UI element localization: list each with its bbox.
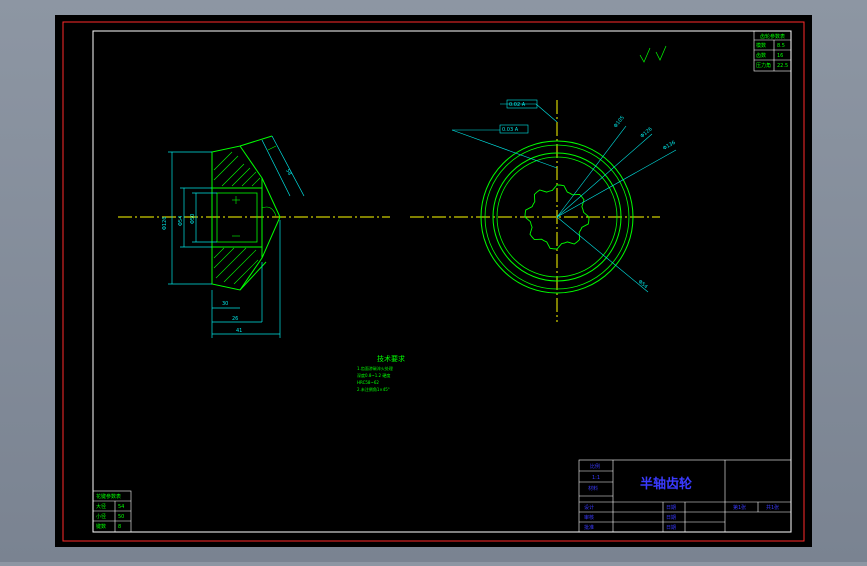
back-cone-circle — [496, 156, 618, 278]
tb-bottom-mid-1: 日期 — [666, 515, 676, 521]
gear-front-view — [410, 100, 677, 322]
param-table-top-text: 齿轮参数表 模数 8.5 齿数 16 压力角 22.5 — [756, 33, 788, 69]
root-circle — [492, 152, 622, 282]
dim-side-6: 58 — [284, 168, 292, 176]
param-table-top — [753, 30, 792, 72]
dim-side-5: 41 — [236, 328, 242, 334]
tb-bottom-left-2: 批准 — [584, 524, 594, 531]
dim-side-3: 30 — [222, 301, 228, 307]
roughness-symbol — [639, 45, 667, 63]
param-bottom-value-2: 8 — [118, 524, 121, 530]
param-bottom-label-1: 小径 — [96, 513, 106, 520]
dim-side-1: Φ54 — [178, 216, 184, 226]
tech-line-1: 深度0.8~1.2 硬度 — [357, 372, 390, 378]
tolerance-frames: 0.02 A 0.03 A — [499, 99, 538, 134]
tb-sheet-0: 第1张 — [733, 504, 746, 511]
tb-bottom-left-1: 审核 — [584, 514, 594, 521]
side-annotations — [232, 145, 277, 237]
tb-bottom-mid-2: 日期 — [666, 525, 676, 531]
tech-line-0: 1.齿面渗碳淬火处理 — [357, 365, 393, 371]
hatch-upper — [213, 151, 261, 187]
front-leaders — [451, 103, 677, 293]
param-table-bottom-text: 花键参数表 大径 54 小径 50 键数 8 — [96, 493, 124, 530]
drawing-sheet — [55, 15, 812, 547]
hub-bore — [211, 187, 263, 248]
param-top-label-1: 齿数 — [756, 52, 766, 59]
param-top-value-2: 22.5 — [777, 63, 788, 69]
tech-requirements: 技术要求 1.齿面渗碳淬火处理 深度0.8~1.2 硬度 HRC58~62 2.… — [357, 354, 405, 392]
tech-line-2: HRC58~62 — [357, 380, 379, 385]
tolerance-frame-0: 0.02 A — [509, 102, 526, 108]
outer-border — [62, 21, 805, 542]
param-table-bottom — [92, 490, 132, 533]
tb-sheet-1: 共1张 — [766, 504, 779, 511]
tb-left-0: 比例 — [590, 463, 600, 470]
pitch-circle — [484, 144, 630, 290]
tb-left-2: 材料 — [588, 485, 598, 492]
dim-side-0: Φ126 — [162, 217, 168, 230]
spline-profile — [524, 184, 590, 250]
tech-line-3: 2.未注倒角1×45° — [357, 386, 390, 392]
param-bottom-label-0: 大径 — [96, 503, 106, 510]
dim-side-2: Φ50 — [190, 214, 196, 224]
hatch-lower — [213, 247, 259, 285]
param-top-label-2: 压力角 — [756, 62, 771, 69]
param-bottom-value-0: 54 — [118, 504, 124, 510]
param-top-value-0: 8.5 — [777, 43, 785, 49]
tolerance-frame-1: 0.03 A — [502, 127, 519, 133]
tb-bottom-mid-0: 日期 — [666, 505, 676, 511]
param-top-value-1: 16 — [777, 53, 783, 59]
spline-bore — [216, 192, 258, 243]
drawing-title: 半轴齿轮 — [640, 476, 692, 492]
drawing-frame — [92, 30, 792, 533]
dim-front-2: Φ136 — [662, 140, 677, 152]
param-bottom-value-1: 50 — [118, 514, 124, 520]
param-top-header: 齿轮参数表 — [760, 33, 785, 40]
tech-requirements-heading: 技术要求 — [377, 354, 405, 363]
title-block — [578, 459, 792, 533]
tb-left-1: 1:1 — [592, 475, 600, 481]
tip-circle — [480, 140, 634, 294]
dim-side-4: 26 — [232, 316, 238, 322]
side-dimensions: Φ126 Φ54 Φ50 30 26 41 58 — [162, 168, 293, 334]
param-bottom-header: 花键参数表 — [96, 493, 121, 500]
param-bottom-label-2: 键数 — [96, 523, 106, 530]
upper-tooth-section — [211, 145, 263, 189]
gear-section-view — [118, 135, 390, 338]
tb-bottom-left-0: 设计 — [584, 504, 594, 511]
param-top-label-0: 模数 — [756, 42, 766, 49]
dim-front-3: Φ54 — [637, 279, 649, 290]
title-block-text: 半轴齿轮 比例 1:1 材料 设计 审核 批准 日期 日期 日期 第1张 共1张 — [584, 463, 779, 531]
